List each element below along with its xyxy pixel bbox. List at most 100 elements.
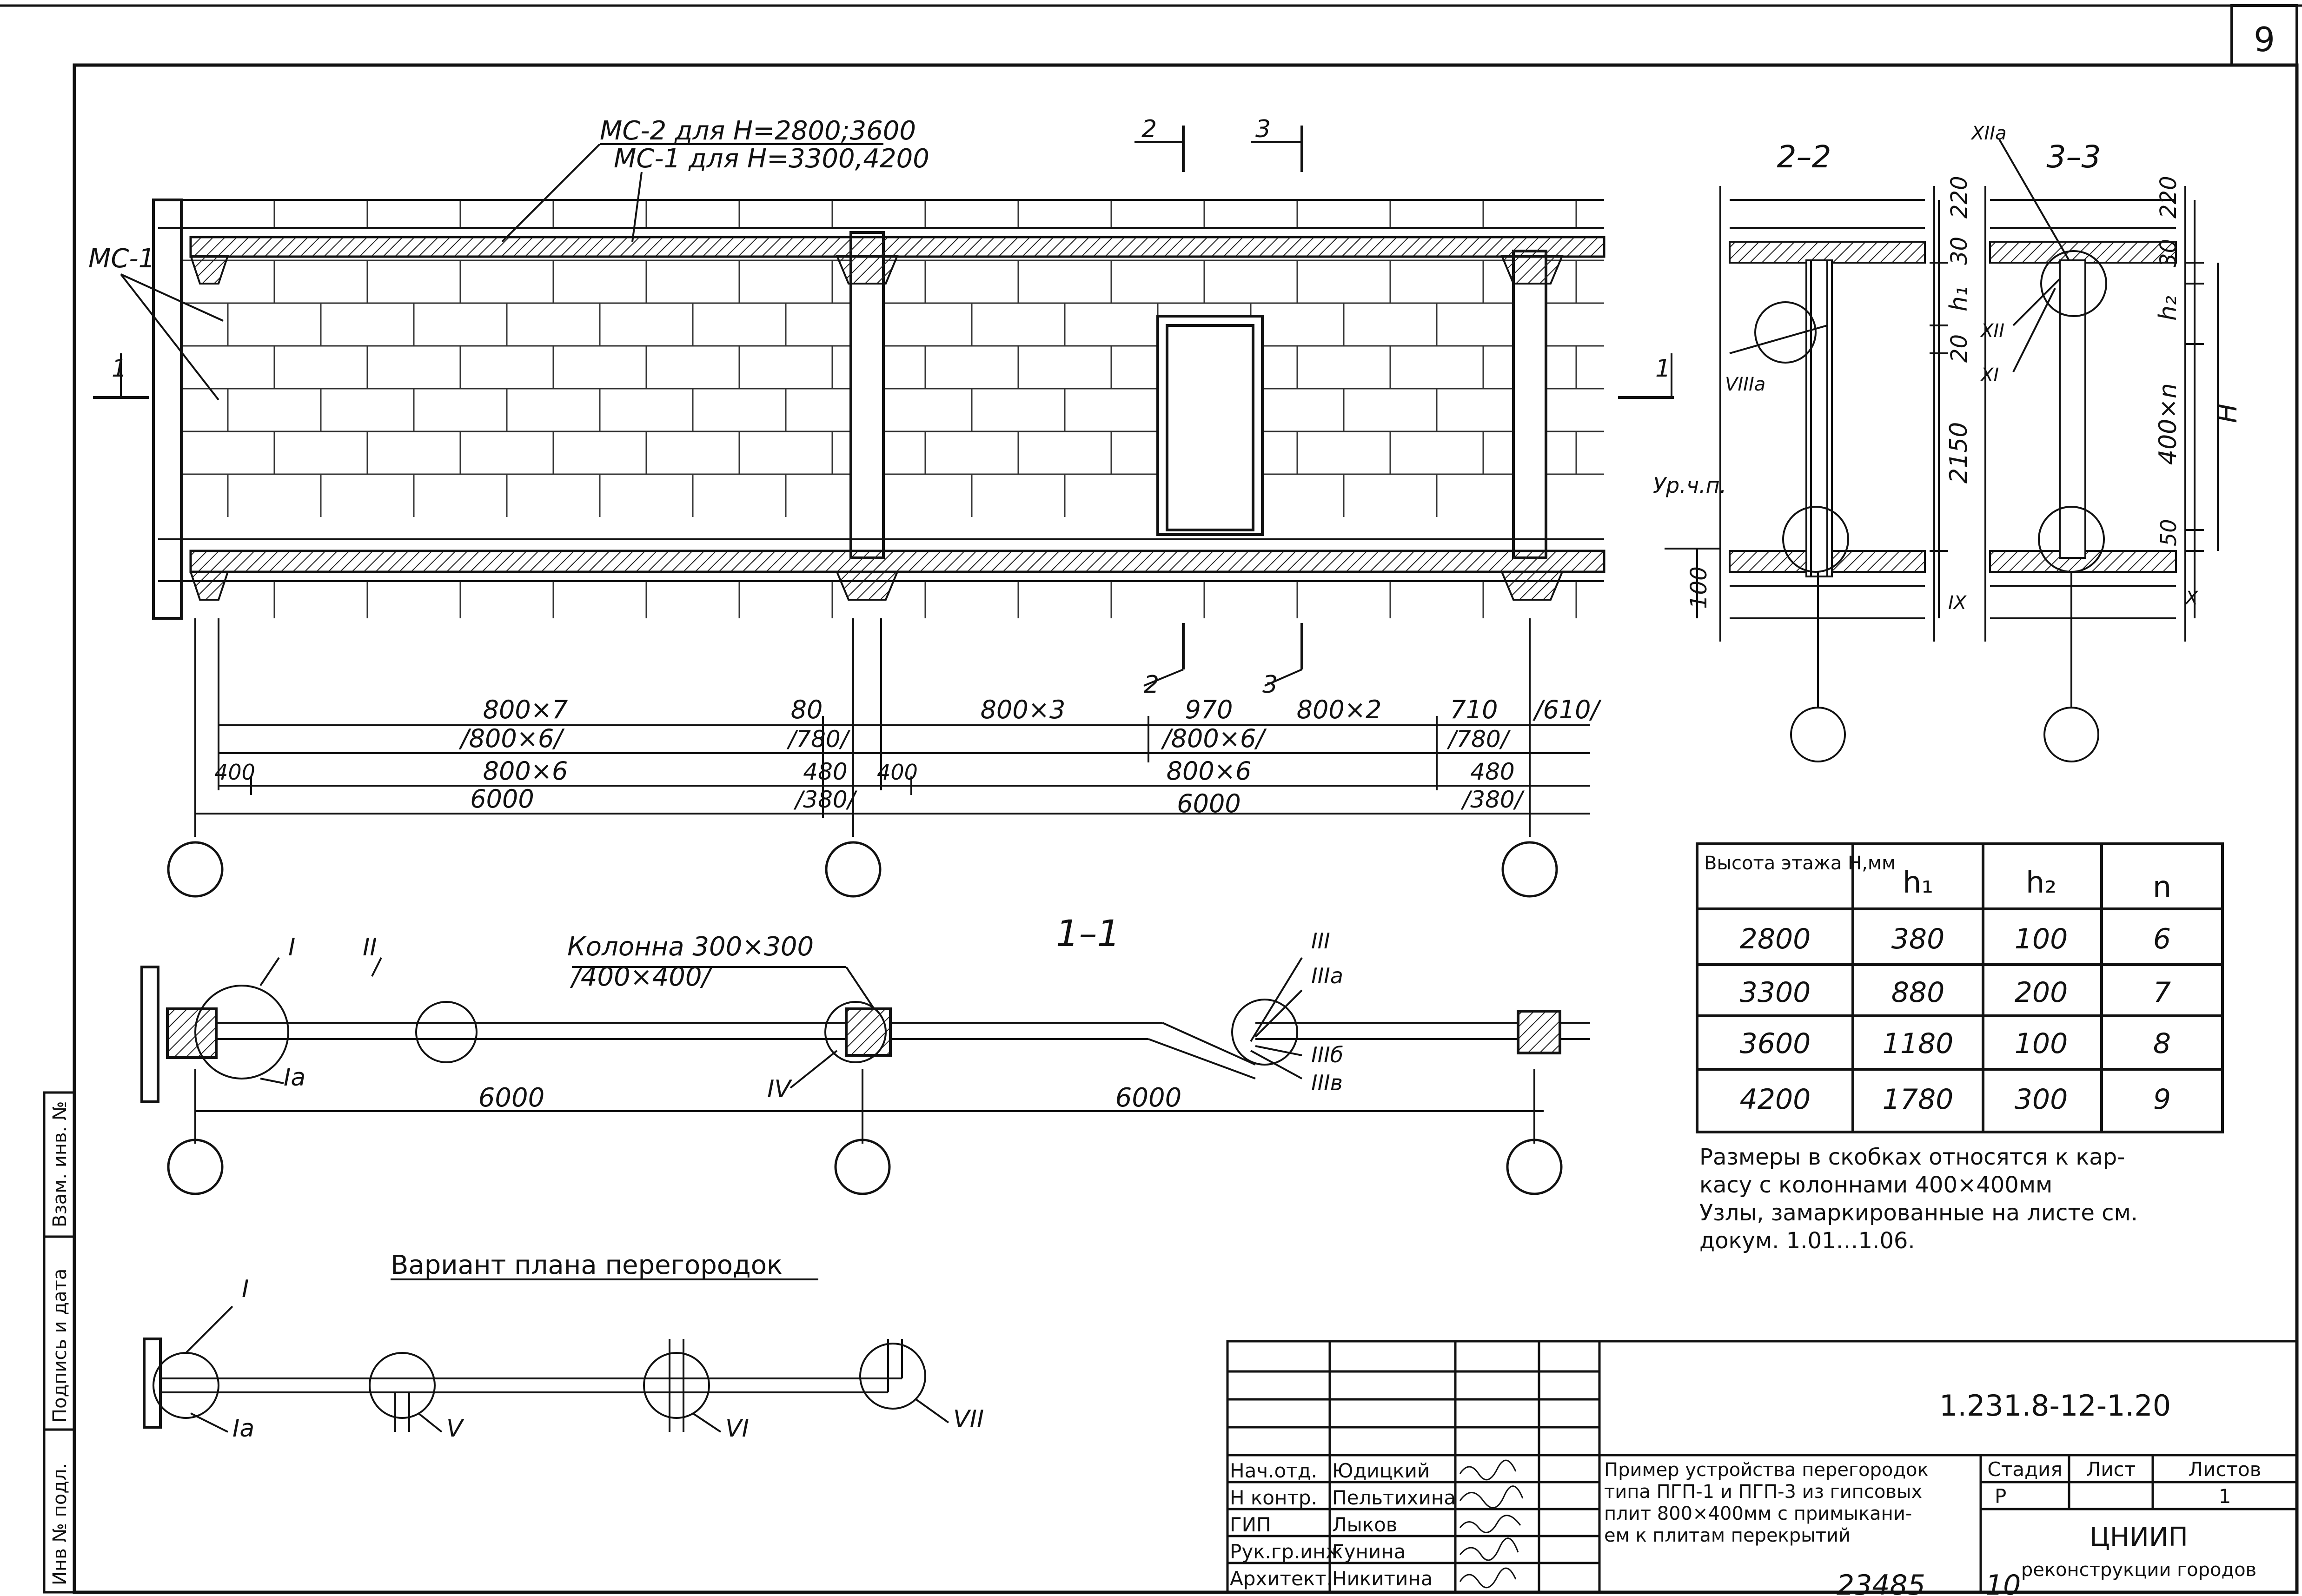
- archive-suffix: 10: [1985, 1569, 2021, 1596]
- note-line: Размеры в скобках относятся к кар-: [1699, 1144, 2125, 1170]
- bottom-floor-slab: [189, 550, 1605, 573]
- name-label: Никитина: [1332, 1567, 1433, 1590]
- table-header-h2: h₂: [2026, 866, 2057, 900]
- sheet-frame: [0, 4, 2302, 1594]
- node-xiia-label: XIIa: [1970, 123, 2007, 144]
- axis-markers-elevation: [167, 841, 1558, 898]
- table-cell: 4200: [1740, 1083, 1811, 1116]
- s22-level-label: Ур.ч.п.: [1653, 473, 1726, 498]
- table-cell: 100: [2015, 1027, 2068, 1060]
- stamp-signature-label: Подпись и дата: [49, 1269, 71, 1423]
- section-2-top: 2: [1141, 115, 1157, 143]
- table-cell: 380: [1891, 923, 1945, 955]
- variant-node-VII: VII: [953, 1405, 984, 1433]
- table-header-h1: h₁: [1903, 866, 1933, 900]
- plan-node-IV: IV: [767, 1075, 792, 1103]
- dim-780-left: /780/: [786, 726, 850, 753]
- s33-dim-50: 50: [2156, 519, 2181, 546]
- note-line: касу с колоннами 400×400мм: [1699, 1172, 2052, 1198]
- elevation-dim-text: 800×7 80 /800×6/ /780/ 400 800×6 480 600…: [214, 695, 1602, 818]
- signatures: [1459, 1459, 1524, 1589]
- table-cell: 200: [2015, 976, 2068, 1009]
- dim-610: /610/: [1532, 695, 1602, 724]
- table-cell: 3300: [1740, 976, 1811, 1009]
- table-cell: 6: [2153, 923, 2171, 955]
- name-label: Гунина: [1332, 1540, 1406, 1563]
- section-22-title: 2–2: [1777, 139, 1831, 175]
- elevation-dimensions: [194, 618, 1590, 837]
- section-1-right: 1: [1655, 355, 1671, 383]
- capital-right-top: [1500, 255, 1564, 285]
- sheet-label: Лист: [2086, 1458, 2136, 1481]
- table-cell: 1780: [1883, 1083, 1954, 1116]
- dim-6000-right: 6000: [1177, 789, 1241, 818]
- door-opening: [1156, 315, 1264, 536]
- s22-dim-100: 100: [1686, 566, 1712, 609]
- description-line: типа ПГП-1 и ПГП-3 из гипсовых: [1604, 1481, 1922, 1503]
- section-3-top: 3: [1255, 115, 1271, 143]
- plan-node-IIIv: IIIв: [1311, 1070, 1343, 1095]
- column-middle: [849, 231, 885, 559]
- node-viiia-label: VIIIa: [1725, 374, 1765, 395]
- s33-dim-400xn: 400×n: [2154, 383, 2182, 465]
- notes: Размеры в скобках относятся к кар- касу …: [1699, 1144, 2138, 1254]
- height-table: [1696, 842, 2224, 1133]
- title-block-roles: Нач.отд. Н контр. ГИП Рук.гр.инж Архитек…: [1230, 1459, 1456, 1590]
- section-2-2: [1665, 186, 1948, 762]
- table-cell: 8: [2153, 1027, 2171, 1060]
- dim-800x6-left: 800×6: [483, 756, 568, 786]
- title-block: [1226, 1340, 2298, 1594]
- node-xi-label: XI: [1980, 364, 1999, 386]
- column-right: [1512, 250, 1547, 559]
- capital-right-bottom: [1500, 571, 1564, 601]
- label-ms2: МС-2 для H=2800;3600: [600, 116, 916, 146]
- s22-dim-h1: h₁: [1945, 286, 1973, 311]
- org-line-2: реконструкции городов: [2021, 1559, 2256, 1581]
- table-header-n: n: [2153, 870, 2172, 905]
- s22-dim-2150: 2150: [1945, 422, 1973, 483]
- s33-dim-h2: h₂: [2154, 296, 2182, 321]
- plan-span-left: 6000: [478, 1083, 545, 1113]
- section-33-title: 3–3: [2047, 139, 2101, 175]
- plan-1-1: [140, 957, 1590, 1195]
- dim-400-right: 400: [877, 760, 918, 785]
- dim-800x7: 800×7: [483, 695, 568, 724]
- table-cell: 880: [1891, 976, 1945, 1009]
- note-line: Узлы, замаркированные на листе см.: [1699, 1200, 2138, 1226]
- dim-400-left: 400: [214, 760, 255, 785]
- plan-node-IIIb: IIIб: [1311, 1042, 1343, 1067]
- section-2-bottom: 2: [1144, 671, 1159, 699]
- capital-mid-bottom: [836, 571, 899, 601]
- archive-number: 23485: [1837, 1569, 1925, 1596]
- section-1-left: 1: [112, 355, 127, 383]
- description-line: ем к плитам перекрытий: [1604, 1525, 1851, 1546]
- plan-node-III: III: [1311, 928, 1330, 954]
- node-ix-label: IX: [1948, 592, 1967, 614]
- dim-800x6-right: 800×6: [1167, 756, 1252, 786]
- capital-mid-top: [836, 255, 899, 285]
- note-line: докум. 1.01…1.06.: [1699, 1228, 1915, 1254]
- s33-dim-H: H: [2213, 404, 2243, 423]
- variant-node-I: I: [242, 1275, 249, 1303]
- role-label: Рук.гр.инж: [1230, 1540, 1343, 1563]
- plan-11-title: 1–1: [1056, 913, 1120, 955]
- plan-node-I: I: [288, 934, 295, 961]
- stamp-inv-label: Инв № подл.: [49, 1463, 71, 1585]
- dim-6000-left: 6000: [470, 784, 534, 814]
- s22-dim-30: 30: [1946, 237, 1972, 265]
- node-x-label: X: [2184, 588, 2199, 609]
- dim-710: 710: [1450, 695, 1498, 724]
- stage-value: Р: [1995, 1485, 2006, 1508]
- elevation-view: МС-2 для H=2800;3600 МС-1 для H=3300,420…: [88, 115, 1674, 699]
- node-xii-label: XII: [1980, 320, 2004, 342]
- variant-plan: [143, 1305, 949, 1433]
- s33-dim-30: 30: [2156, 239, 2182, 267]
- sheets-label: Листов: [2189, 1458, 2262, 1481]
- label-ms1-range: МС-1 для H=3300,4200: [614, 144, 929, 174]
- dim-380-right: /380/: [1460, 786, 1525, 813]
- plan-node-Ia: Ia: [284, 1064, 305, 1092]
- variant-node-Ia: Ia: [232, 1415, 254, 1443]
- name-label: Пельтихина: [1332, 1486, 1456, 1509]
- table-header-height: Высота этажа H,мм: [1704, 853, 1896, 874]
- dim-800x6-bracket-left: /800×6/: [458, 724, 565, 753]
